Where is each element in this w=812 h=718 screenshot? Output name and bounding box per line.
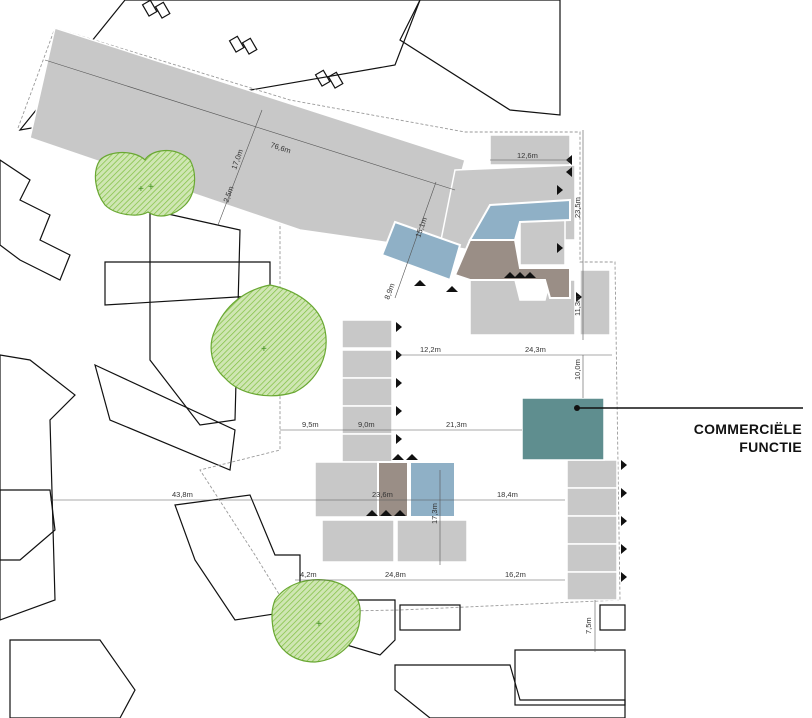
dim-43-8: 43,8m bbox=[172, 490, 193, 499]
tree-icon: + + bbox=[94, 150, 196, 217]
rowhouses-center bbox=[341, 319, 393, 463]
svg-text:+: + bbox=[148, 182, 154, 193]
building-bottom-left-b bbox=[9, 639, 136, 718]
dim-23-5: 23,5m bbox=[573, 197, 582, 218]
building-lower-left bbox=[0, 489, 56, 561]
dim-18-4: 18,4m bbox=[497, 490, 518, 499]
dim-7-5: 7,5m bbox=[584, 617, 593, 634]
brown-volume-north bbox=[453, 239, 571, 299]
commercial-legend: COMMERCIËLE FUNCTIE bbox=[574, 405, 803, 455]
development-blocks bbox=[29, 27, 618, 601]
block-right-inner bbox=[519, 219, 566, 266]
block-center-south-c bbox=[396, 519, 468, 563]
dim-24-3: 24,3m bbox=[525, 345, 546, 354]
building-top-right bbox=[399, 0, 561, 116]
functional-volumes bbox=[377, 198, 605, 518]
dim-21-3: 21,3m bbox=[446, 420, 467, 429]
dim-10-0: 10,0m bbox=[573, 359, 582, 380]
site-boundary bbox=[17, 27, 621, 613]
legend-label-line2: FUNCTIE bbox=[739, 439, 802, 455]
entrance-arrow-icon bbox=[366, 155, 627, 582]
dimension-line-icon bbox=[44, 59, 612, 652]
dim-12-6: 12,6m bbox=[517, 151, 538, 160]
dim-8-9: 8,9m bbox=[382, 282, 396, 301]
long-block-north bbox=[29, 27, 466, 251]
dim-12-2: 12,2m bbox=[420, 345, 441, 354]
building-bottom-right bbox=[394, 664, 626, 718]
dim-9-0: 9,0m bbox=[358, 420, 375, 429]
building-bottom-right-rows bbox=[514, 649, 626, 706]
dim-23-6: 23,6m bbox=[372, 490, 393, 499]
blue-volume-south bbox=[409, 461, 456, 518]
tree-icon: + bbox=[210, 284, 327, 397]
dim-24-8: 24,8m bbox=[385, 570, 406, 579]
building-far-right-bottom bbox=[599, 604, 626, 631]
block-right-end bbox=[579, 269, 611, 336]
dim-4-2: 4,2m bbox=[300, 570, 317, 579]
tree-icon: + bbox=[271, 579, 361, 663]
existing-buildings bbox=[0, 0, 626, 718]
rowhouses-east bbox=[566, 459, 618, 601]
building-stair-left bbox=[0, 159, 71, 281]
dim-17-3: 17,3m bbox=[430, 503, 439, 524]
dim-16-2: 16,2m bbox=[505, 570, 526, 579]
block-12-6 bbox=[489, 134, 571, 166]
dim-11-3: 11,3m bbox=[573, 296, 582, 316]
svg-text:+: + bbox=[138, 184, 144, 195]
blue-volume-north bbox=[380, 220, 462, 282]
window-pairs bbox=[141, 0, 344, 89]
building-left-stack bbox=[0, 354, 76, 621]
svg-text:+: + bbox=[316, 619, 322, 630]
svg-text:+: + bbox=[261, 344, 267, 355]
building-left-angled bbox=[94, 363, 236, 471]
block-center-south-b bbox=[321, 519, 395, 563]
commercial-function-volume bbox=[521, 397, 605, 461]
legend-label-line1: COMMERCIËLE bbox=[694, 421, 802, 437]
dim-9-5: 9,5m bbox=[302, 420, 319, 429]
building-bottom-small bbox=[399, 604, 461, 631]
brown-volume-south bbox=[377, 461, 409, 518]
trees: + + + + bbox=[94, 150, 361, 663]
block-center-south-a bbox=[314, 461, 381, 518]
